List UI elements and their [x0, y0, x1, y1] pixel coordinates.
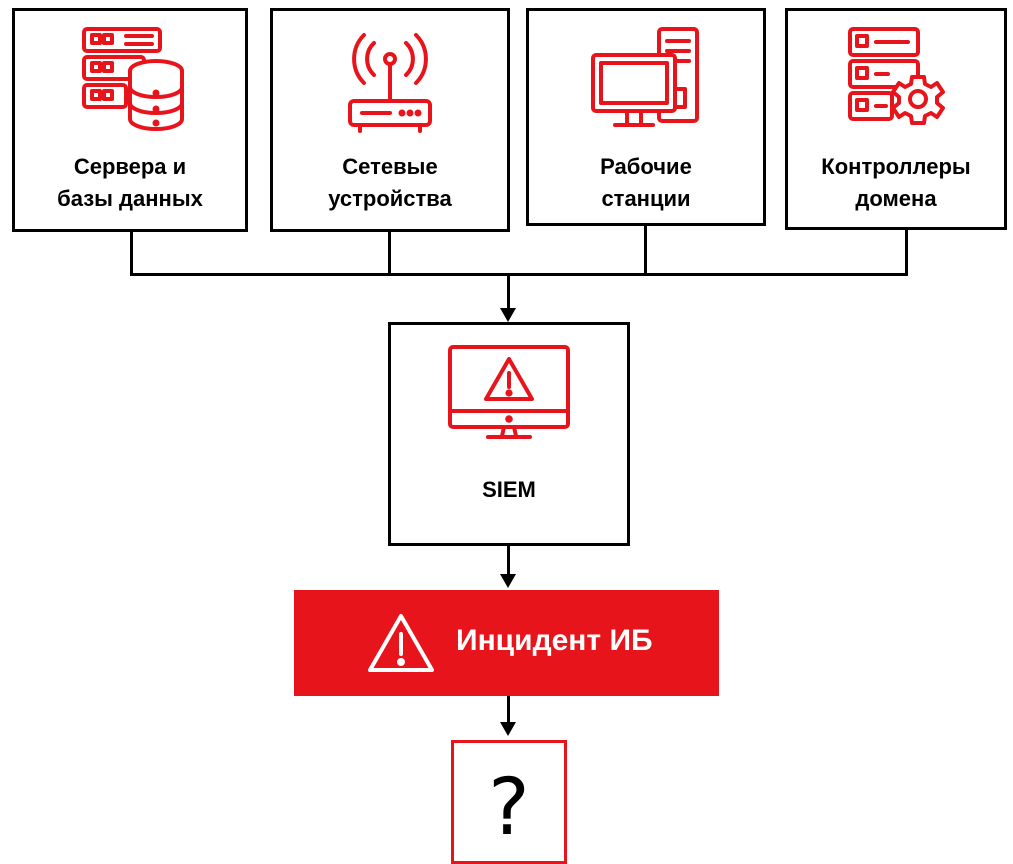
connector-domain-controllers	[905, 230, 908, 276]
incident-label: Инцидент ИБ	[456, 624, 653, 657]
incident-banner: Инцидент ИБ	[294, 590, 719, 696]
router-antenna-icon	[348, 33, 432, 133]
connector-bus	[130, 273, 908, 276]
warning-triangle-icon	[368, 614, 434, 672]
connector-incident-to-unknown	[507, 696, 510, 724]
desktop-computer-icon	[591, 27, 699, 127]
monitor-warning-icon	[448, 345, 570, 439]
source-label-line2: устройства	[328, 186, 452, 211]
source-label-line2: станции	[601, 186, 691, 211]
source-label-servers: Сервера и базы данных	[15, 151, 245, 215]
connector-to-siem	[507, 276, 510, 310]
source-box-network: Сетевые устройства	[270, 8, 510, 232]
source-box-domain-controllers: Контроллеры домена	[785, 8, 1007, 230]
source-box-workstations: Рабочие станции	[526, 8, 766, 226]
unknown-outcome-box: ?	[451, 740, 567, 864]
arrow-to-unknown	[500, 722, 516, 736]
question-mark: ?	[488, 763, 530, 853]
source-label-network: Сетевые устройства	[273, 151, 507, 215]
server-database-icon	[82, 27, 184, 131]
siem-label: SIEM	[482, 477, 536, 502]
server-gear-icon	[848, 27, 945, 125]
connector-servers	[130, 232, 133, 276]
source-label-line1: Контроллеры	[821, 154, 971, 179]
source-label-line1: Рабочие	[600, 154, 692, 179]
source-label-line2: базы данных	[57, 186, 203, 211]
source-label-workstations: Рабочие станции	[529, 151, 763, 215]
connector-workstations	[644, 226, 647, 276]
arrow-to-siem	[500, 308, 516, 322]
connector-siem-to-incident	[507, 546, 510, 576]
connector-network	[388, 232, 391, 276]
siem-box: SIEM	[388, 322, 630, 546]
source-box-servers: Сервера и базы данных	[12, 8, 248, 232]
source-label-domain-controllers: Контроллеры домена	[788, 151, 1004, 215]
source-label-line1: Сетевые	[342, 154, 438, 179]
source-label-line2: домена	[855, 186, 937, 211]
source-label-line1: Сервера и	[73, 154, 187, 179]
arrow-to-incident	[500, 574, 516, 588]
